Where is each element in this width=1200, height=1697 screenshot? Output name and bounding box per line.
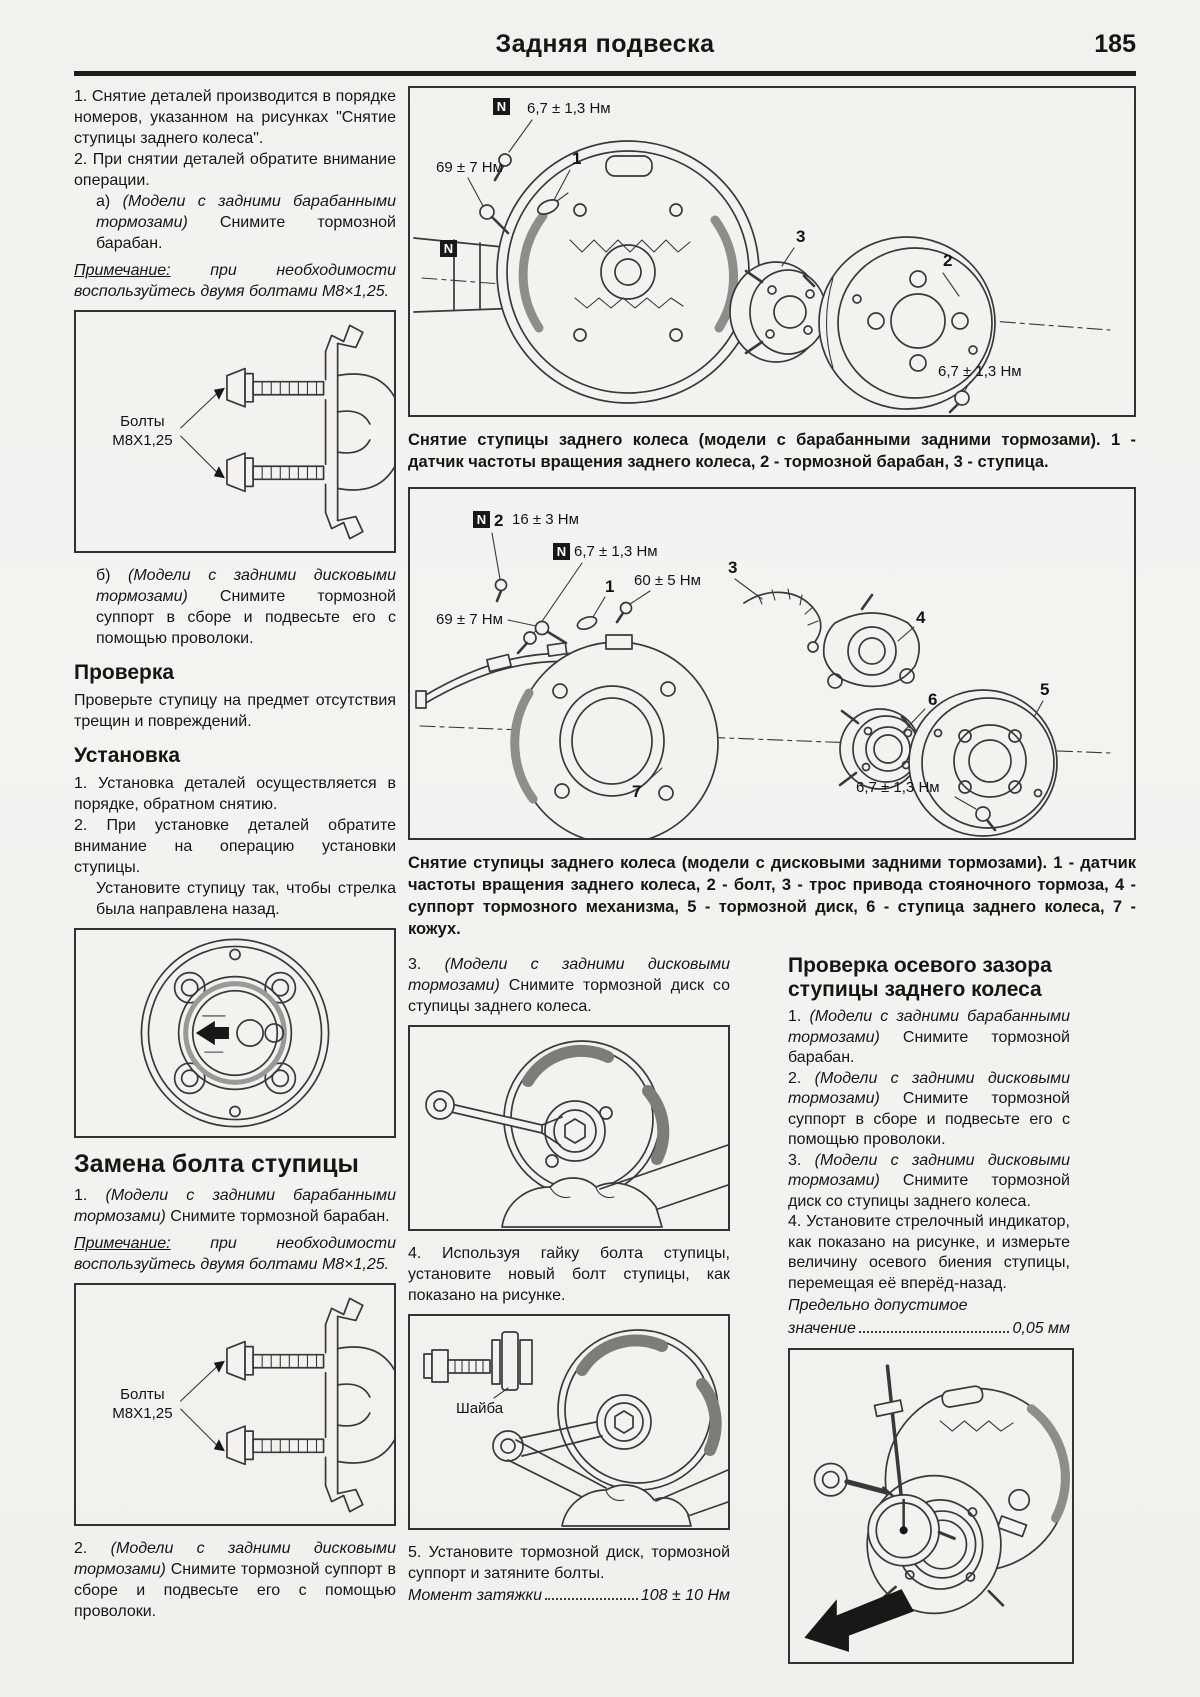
disc-removal-drawing — [425, 1040, 728, 1228]
bolts-label-line2: М8Х1,25 — [112, 1405, 172, 1422]
page-title: Задняя подвеска — [495, 30, 715, 58]
bolts-label-line1: Болты — [120, 1386, 165, 1403]
install-step-2: 2. При установке деталей обратите вниман… — [74, 817, 396, 876]
callout-1-sensor: 1 — [605, 577, 614, 596]
figure-dial-indicator — [788, 1347, 1074, 1664]
right-column: Проверка осевого зазора ступицы заднего … — [788, 954, 1074, 1676]
figure-bolts-m8-2: Болты М8Х1,25 — [74, 1283, 396, 1526]
step-removal-1: 1. Снятие деталей производится в порядке… — [74, 88, 396, 147]
n-symbol: N — [444, 241, 453, 256]
torque-60-label: 60 ± 5 Нм — [634, 572, 701, 589]
page-header: Задняя подвеска 185 — [74, 30, 1136, 76]
check-text: Проверьте ступицу на предмет отсутствия … — [74, 692, 396, 730]
install-step-3: Установите ступицу так, чтобы стрелка бы… — [96, 880, 396, 918]
caption-disc-figure: Снятие ступицы заднего колеса (модели с … — [408, 854, 1136, 938]
axial-step-3: 3. (Модели с задними дисковыми тормозами… — [788, 1151, 1071, 1210]
note-bolts: Примечание: при необходимости воспользуй… — [74, 262, 396, 300]
step-removal-2b: б) (Модели с задними дисковыми тормозами… — [96, 567, 396, 647]
limit-spec-line: значение 0,05 мм — [788, 1318, 1070, 1340]
replace-step-1: 1. (Модели с задними барабанными тормоза… — [74, 1187, 396, 1225]
figure-hub-front-arrow — [74, 928, 396, 1138]
heading-check: Проверка — [74, 661, 175, 684]
heading-axial-play: Проверка осевого зазора ступицы заднего … — [788, 954, 1052, 1001]
torque-spec-label: Момент затяжки — [408, 1587, 542, 1604]
axial-step-2: 2. (Модели с задними дисковыми тормозами… — [788, 1069, 1071, 1149]
disc-exploded-drawing: N 2 16 ± 3 Нм N 6,7 ± 1,3 Нм 1 60 ± 5 Нм… — [415, 511, 1111, 838]
torque-top-label: 6,7 ± 1,3 Нм — [527, 100, 611, 117]
callout-1-sensor: 1 — [572, 149, 581, 168]
step-removal-2: 2. При снятии деталей обратите внимание … — [74, 151, 396, 189]
callout-4-caliper: 4 — [916, 608, 926, 627]
torque-spec-line: Момент затяжки 108 ± 10 Нм — [408, 1585, 730, 1607]
figure-disc-removal — [408, 1025, 730, 1231]
figure-disc-hub-removal: N 2 16 ± 3 Нм N 6,7 ± 1,3 Нм 1 60 ± 5 Нм… — [408, 487, 1136, 840]
callout-3-cable: 3 — [728, 558, 737, 577]
heading-install: Установка — [74, 744, 180, 767]
dot-leader — [544, 1585, 638, 1600]
torque-bottom-right-label: 6,7 ± 1,3 Нм — [938, 363, 1022, 380]
torque-67b-label: 6,7 ± 1,3 Нм — [856, 779, 940, 796]
hub-front-drawing — [140, 938, 330, 1128]
step-hub-bolt-4: 4. Используя гайку болта ступицы, устано… — [408, 1245, 730, 1304]
step-removal-2a: а) (Модели с задними барабанными тормоза… — [96, 193, 396, 252]
washer-label: Шайба — [456, 1400, 504, 1417]
middle-column: 3. (Модели с задними дисковыми тормозами… — [408, 954, 730, 1607]
page-number: 185 — [1094, 30, 1136, 58]
callout-2-drum: 2 — [943, 251, 952, 270]
callout-7-cover: 7 — [632, 782, 641, 801]
bolts-drawing-2: Болты М8Х1,25 — [112, 1297, 394, 1513]
figure-bolts-m8-1: Болты М8Х1,25 — [74, 310, 396, 553]
torque-left-label: 69 ± 7 Нм — [436, 159, 503, 176]
bolts-label-line1: Болты — [120, 413, 165, 430]
torque-67a-label: 6,7 ± 1,3 Нм — [574, 543, 658, 560]
axial-step-4: 4. Установите стрелочный индикатор, как … — [788, 1213, 1070, 1292]
n-symbol: N — [477, 512, 486, 527]
limit-value: 0,05 мм — [1012, 1319, 1070, 1337]
drum-exploded-drawing: N 6,7 ± 1,3 Нм 69 ± 7 Нм N 1 3 2 6,7 ± 1… — [413, 98, 1111, 414]
caption-drum-figure: Снятие ступицы заднего колеса (модели с … — [408, 431, 1136, 471]
hub-bolt-drawing: Шайба — [423, 1329, 728, 1527]
figure-drum-hub-removal: N 6,7 ± 1,3 Нм 69 ± 7 Нм N 1 3 2 6,7 ± 1… — [408, 86, 1136, 417]
limit-line-1: Предельно допустимое — [788, 1297, 968, 1314]
dot-leader — [858, 1318, 1010, 1333]
bolts-label-line2: М8Х1,25 — [112, 432, 172, 449]
n-symbol: N — [557, 544, 566, 559]
right-area: N 6,7 ± 1,3 Нм 69 ± 7 Нм N 1 3 2 6,7 ± 1… — [408, 86, 1136, 1676]
callout-5-disc: 5 — [1040, 680, 1049, 699]
torque-69-label: 69 ± 7 Нм — [436, 611, 503, 628]
callout-3-hub: 3 — [796, 227, 805, 246]
step-disc-3: 3. (Модели с задними дисковыми тормозами… — [408, 956, 731, 1015]
step-install-disc-5: 5. Установите тормозной диск, тормозной … — [408, 1544, 730, 1582]
axial-step-1: 1. (Модели с задними барабанными тормоза… — [788, 1008, 1070, 1066]
callout-6-hub: 6 — [928, 690, 937, 709]
dial-indicator-drawing — [804, 1363, 1070, 1652]
figure-hub-bolt-install: Шайба — [408, 1314, 730, 1530]
heading-replace-bolt: Замена болта ступицы — [74, 1150, 359, 1178]
callout-2-bolt: 2 — [494, 511, 503, 530]
torque-16-label: 16 ± 3 Нм — [512, 511, 579, 528]
bolts-drawing: Болты М8Х1,25 — [112, 324, 394, 540]
replace-step-2: 2. (Модели с задними дисковыми тормозами… — [74, 1540, 397, 1620]
left-column: 1. Снятие деталей производится в порядке… — [74, 86, 396, 1622]
install-step-1: 1. Установка деталей осуществляется в по… — [74, 775, 396, 813]
limit-label: значение — [788, 1319, 856, 1337]
note-bolts-2: Примечание: при необходимости воспользуй… — [74, 1235, 396, 1273]
n-symbol: N — [497, 99, 506, 114]
torque-spec-value: 108 ± 10 Нм — [640, 1587, 730, 1604]
